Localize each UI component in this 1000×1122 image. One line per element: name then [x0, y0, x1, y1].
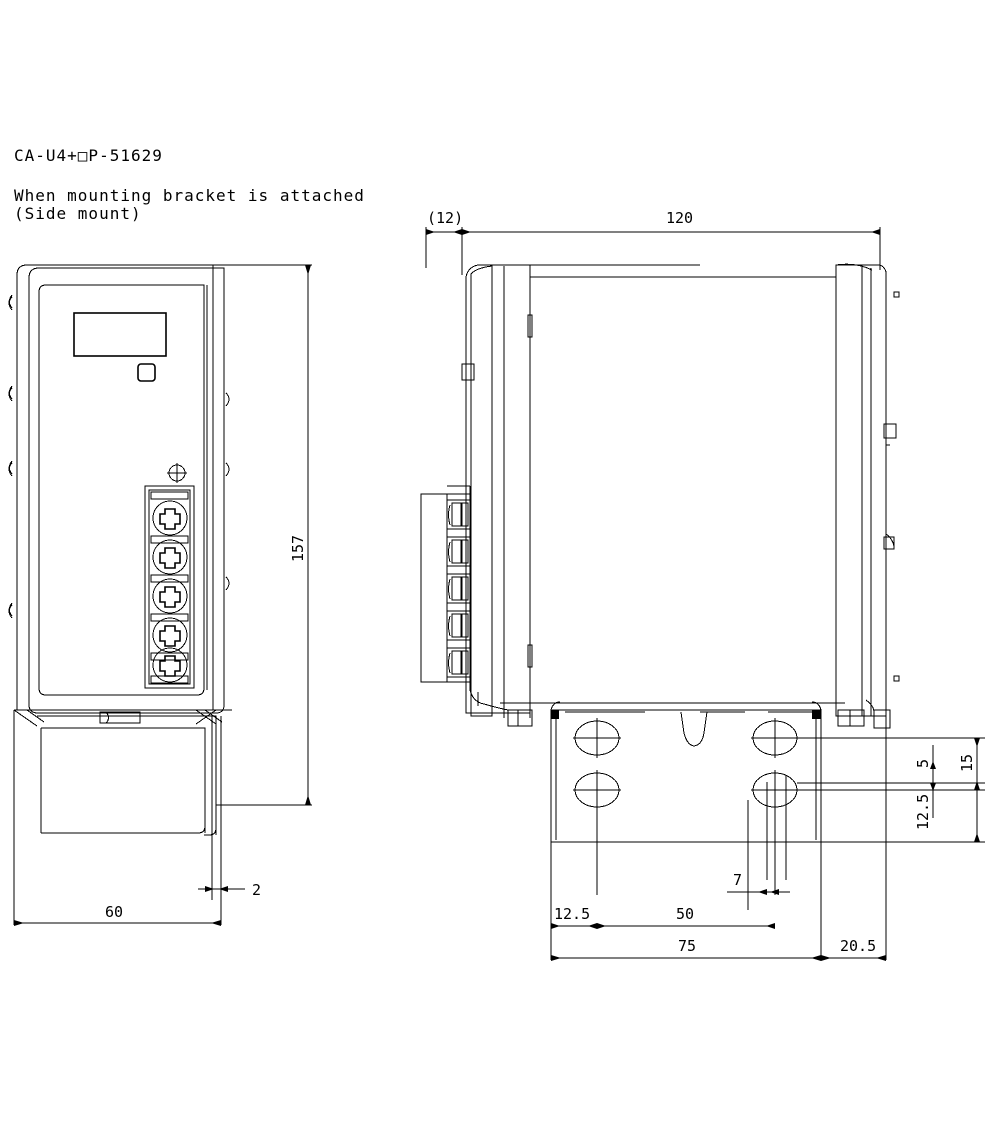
drawing-note-line-1: When mounting bracket is attached	[14, 186, 365, 205]
dimension-50: 50	[597, 905, 775, 929]
terminal-screw	[152, 539, 188, 575]
side-foot-rear	[837, 709, 865, 727]
terminal-separator	[150, 675, 189, 684]
rear-notch-bottom	[893, 675, 900, 682]
terminal-separator	[150, 574, 189, 583]
terminal-separator	[150, 491, 189, 500]
dimension-12-label: (12)	[427, 209, 463, 227]
bracket-fold-left	[551, 710, 559, 719]
dimension-12-5-vertical-label: 12.5	[914, 794, 932, 830]
front-view: 2 60 157	[8, 264, 312, 926]
front-case-outline	[16, 264, 214, 711]
front-clip-icon-4b	[8, 602, 13, 619]
side-bezel-mark-top	[527, 314, 533, 338]
front-clip-icon-3b	[8, 460, 13, 477]
side-terminal-cell	[446, 499, 471, 530]
dimension-12-5-vertical: 12.5	[914, 761, 980, 842]
side-bezel-inner	[470, 265, 493, 717]
dimension-5-label: 5	[914, 759, 932, 768]
front-right-clip-1	[225, 392, 230, 407]
dimension-20-5-label: 20.5	[840, 937, 876, 955]
front-panel-face	[38, 284, 205, 696]
side-terminal-outer	[420, 493, 448, 683]
side-terminal-cell	[446, 610, 471, 641]
bracket-profile	[37, 715, 217, 836]
panel-screw	[167, 463, 187, 483]
dimension-2: 2	[198, 881, 261, 899]
terminal-block-housing	[144, 485, 195, 689]
dimension-50-label: 50	[676, 905, 694, 923]
rear-notch-top	[893, 291, 900, 298]
side-bezel-mark-bottom	[527, 644, 533, 668]
bracket-center-notch	[680, 711, 708, 747]
terminal-separator	[150, 652, 189, 661]
rear-clip-lower-tip	[885, 533, 895, 547]
terminal-screw	[152, 500, 188, 536]
bracket-hole	[573, 718, 621, 758]
rear-clip-upper	[883, 423, 897, 439]
side-view: (12) 120	[420, 209, 985, 961]
dimension-15: 15	[958, 738, 980, 790]
bracket-fold-right	[812, 710, 821, 719]
side-rear-top-curve	[835, 263, 873, 271]
side-foot-rear-2	[873, 709, 891, 729]
bracket-slot	[751, 770, 799, 895]
bracket-hole	[573, 770, 621, 895]
dimension-60: 60	[14, 903, 221, 926]
terminal-separator	[150, 535, 189, 544]
dimension-15-label: 15	[958, 754, 976, 772]
dimension-12-5-horizontal: 12.5	[551, 905, 597, 929]
terminal-screw	[152, 617, 188, 653]
rear-clip-upper-leg	[885, 437, 890, 446]
dimension-60-label: 60	[105, 903, 123, 921]
front-right-clip-3	[225, 576, 230, 591]
dimension-75-label: 75	[678, 937, 696, 955]
side-terminal-cell	[446, 536, 471, 567]
terminal-screw-group	[150, 491, 189, 684]
side-terminal-block	[420, 485, 471, 690]
dimension-20-5: 20.5	[821, 937, 886, 961]
side-terminal-cell	[446, 647, 471, 678]
terminal-block-inner	[148, 489, 191, 685]
dimension-120-label: 120	[666, 209, 693, 227]
front-bezel-outline	[28, 267, 225, 714]
side-rear-bezel	[835, 264, 887, 717]
dimension-120: 120	[462, 209, 881, 270]
drawing-note-line-2: (Side mount)	[14, 204, 142, 223]
terminal-separator	[150, 613, 189, 622]
front-clip-icon-2b	[8, 385, 13, 402]
dimension-157-label: 157	[289, 535, 307, 562]
display-window	[73, 312, 167, 357]
side-front-bezel	[465, 264, 531, 714]
front-mounting-bracket	[13, 709, 232, 836]
side-terminal-cell	[446, 573, 471, 604]
side-front-clip	[461, 363, 475, 381]
front-right-clip-2	[225, 462, 230, 477]
dimension-7-label: 7	[733, 871, 742, 889]
dimension-75: 75	[551, 937, 821, 961]
front-clip-icon-1b	[8, 294, 13, 311]
dimension-12-5-horizontal-label: 12.5	[554, 905, 590, 923]
side-mounting-bracket	[500, 701, 845, 895]
side-bottom-skirt	[469, 689, 524, 711]
bracket-inner-profile	[41, 727, 206, 834]
bracket-plate-body	[550, 709, 822, 843]
bracket-hole	[751, 718, 799, 758]
dimension-157: 157	[213, 264, 312, 806]
side-rear-bottom-curve	[865, 699, 875, 713]
dimension-7: 7	[727, 871, 790, 895]
bracket-center-tab	[99, 711, 141, 724]
drawing-title-code: CA-U4+□P-51629	[14, 146, 163, 165]
indicator-lamp	[137, 363, 156, 382]
side-foot-front	[507, 709, 533, 727]
dimension-2-label: 2	[252, 881, 261, 899]
terminal-screw	[152, 578, 188, 614]
dimension-12: (12)	[425, 209, 463, 275]
